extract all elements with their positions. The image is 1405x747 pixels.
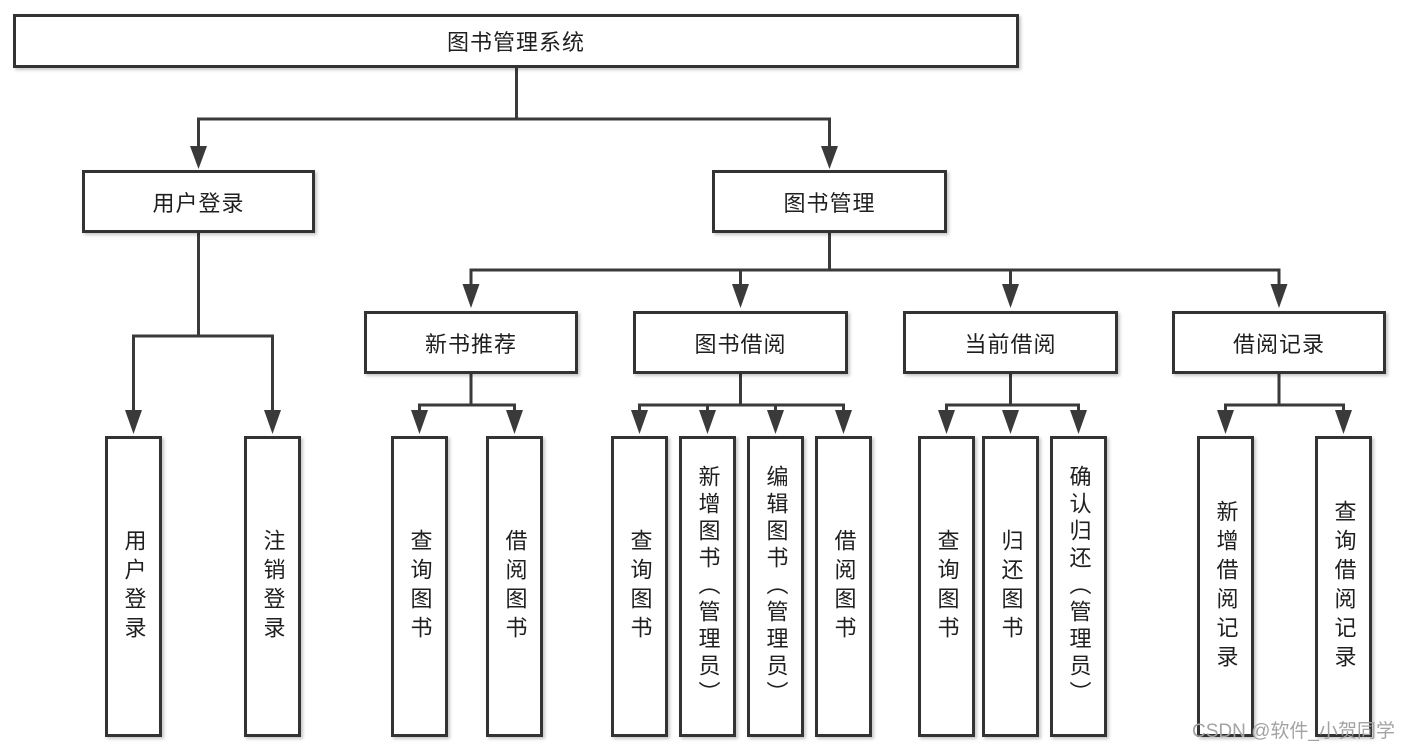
node-new-book-recommendation: 新书推荐 <box>364 311 578 374</box>
leaf-borrow-books-borrowing: 借阅图书 <box>815 436 872 737</box>
node-borrowing-records: 借阅记录 <box>1172 311 1386 374</box>
leaf-user-login: 用户登录 <box>105 436 162 737</box>
leaf-confirm-return-admin: 确认归还（管理员） <box>1050 436 1107 737</box>
leaf-edit-books-admin: 编辑图书（管理员） <box>747 436 804 737</box>
leaf-query-borrow-record: 查询借阅记录 <box>1315 436 1372 737</box>
connector-root-to-level2 <box>190 68 838 169</box>
connector-currentborrow-to-leaves <box>938 374 1087 434</box>
leaf-logout: 注销登录 <box>244 436 301 737</box>
node-user-login: 用户登录 <box>82 170 315 233</box>
node-root-system: 图书管理系统 <box>13 14 1019 68</box>
csdn-watermark: CSDN @软件_小贺同学 <box>1192 721 1395 742</box>
node-current-borrowing: 当前借阅 <box>903 311 1118 374</box>
leaf-query-books-current: 查询图书 <box>918 436 975 737</box>
leaf-add-books-admin: 新增图书（管理员） <box>679 436 736 737</box>
leaf-add-borrow-record: 新增借阅记录 <box>1197 436 1254 737</box>
leaf-query-books-recommend: 查询图书 <box>391 436 448 737</box>
connector-newbookrec-to-leaves <box>411 374 523 434</box>
leaf-borrow-books-recommend: 借阅图书 <box>486 436 543 737</box>
connector-bookmgmt-to-level3 <box>462 233 1288 308</box>
leaf-return-books: 归还图书 <box>982 436 1039 737</box>
connector-userlogin-to-leaves <box>125 233 281 434</box>
node-book-borrowing: 图书借阅 <box>633 311 848 374</box>
node-book-management: 图书管理 <box>712 170 947 233</box>
leaf-query-books-borrowing: 查询图书 <box>611 436 668 737</box>
connector-bookborrow-to-leaves <box>631 374 852 434</box>
connector-borrowrecords-to-leaves <box>1217 374 1352 434</box>
